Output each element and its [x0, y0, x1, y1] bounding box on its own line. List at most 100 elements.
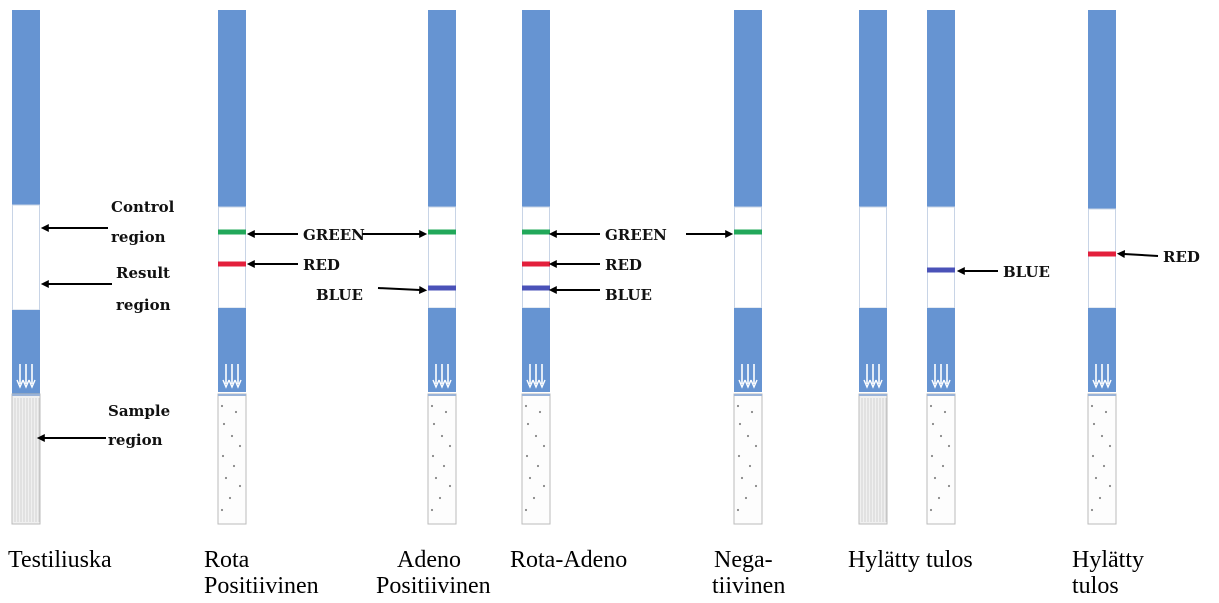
flow-arrow-icon — [738, 364, 746, 389]
sample-dot — [1104, 410, 1108, 414]
sample-dot — [754, 484, 758, 488]
sample-dot — [1090, 404, 1094, 408]
sample-dot — [538, 410, 542, 414]
strip-upper-body — [522, 10, 550, 207]
green-label-b: GREEN — [605, 226, 667, 244]
sample-dot — [933, 476, 937, 480]
blue-result-line — [522, 285, 550, 291]
red-result-line — [522, 261, 550, 267]
sample-dot — [748, 464, 752, 468]
sample-dot — [440, 434, 444, 438]
sample-pad — [217, 393, 247, 525]
sample-pad — [733, 393, 763, 525]
sample-dot — [744, 496, 748, 500]
flow-arrow-icon — [532, 364, 540, 389]
sample-dot — [238, 484, 242, 488]
strip-upper-body — [428, 10, 456, 207]
sample-dot — [222, 422, 226, 426]
red-result-line — [218, 261, 246, 267]
sample-dot — [542, 444, 546, 448]
sample-dot — [232, 464, 236, 468]
sample-dot — [1092, 422, 1096, 426]
strip-upper-body — [734, 10, 762, 207]
flow-arrow-icon — [937, 364, 945, 389]
test-strip-negative — [733, 10, 763, 525]
result-region-label-line1: Result — [116, 264, 170, 282]
flow-arrow-icon — [432, 364, 440, 389]
sample-region-label-line2: region — [108, 431, 163, 449]
test-strip-testiliuska — [11, 10, 41, 525]
sample-dot — [931, 422, 935, 426]
sample-dot — [526, 422, 530, 426]
sample-dot — [431, 454, 435, 458]
strip-upper-body — [859, 10, 887, 207]
sample-dot — [430, 404, 434, 408]
flow-arrow-icon — [28, 364, 36, 389]
caption-nega-line1: Nega- — [714, 547, 773, 573]
sample-dot — [1090, 508, 1094, 512]
sample-dot — [736, 404, 740, 408]
sample-dot — [220, 508, 224, 512]
flow-arrow-icon — [444, 364, 452, 389]
sample-dot — [448, 444, 452, 448]
flow-arrow-icon — [875, 364, 883, 389]
flow-arrow-icon — [943, 364, 951, 389]
sample-dot — [746, 434, 750, 438]
caption-adeno-line2: Positiivinen — [376, 573, 491, 599]
result-window — [859, 206, 887, 309]
flow-arrow-icon — [1092, 364, 1100, 389]
sample-dot — [438, 496, 442, 500]
red-label-b: RED — [605, 256, 642, 274]
sample-pad — [858, 393, 888, 525]
flow-arrow-icon — [744, 364, 752, 389]
flow-arrow-icon — [16, 364, 24, 389]
sample-dot — [736, 508, 740, 512]
test-strip-adeno-positive — [427, 10, 457, 525]
sample-dot — [448, 484, 452, 488]
sample-pad — [926, 393, 956, 525]
flow-arrow-icon — [222, 364, 230, 389]
flow-arrow-icon — [538, 364, 546, 389]
strip-upper-body — [927, 10, 955, 207]
sample-dot — [525, 454, 529, 458]
flow-arrow-icon — [228, 364, 236, 389]
sample-dot — [1098, 496, 1102, 500]
sample-dot — [224, 476, 228, 480]
sample-dot — [1100, 434, 1104, 438]
sample-dot — [534, 434, 538, 438]
result-window — [12, 204, 40, 311]
test-strip-rejected-red — [1087, 10, 1117, 525]
sample-dot — [1091, 454, 1095, 458]
flow-arrow-icon — [869, 364, 877, 389]
sample-dot — [1102, 464, 1106, 468]
sample-dot — [947, 484, 951, 488]
sample-dot — [238, 444, 242, 448]
caption-hylatty-line1: Hylätty — [1072, 547, 1144, 573]
sample-dot — [929, 508, 933, 512]
sample-dot — [941, 464, 945, 468]
result-window — [522, 206, 550, 309]
sample-pad — [427, 393, 457, 525]
green-label-a: GREEN — [303, 226, 365, 244]
red-result-line — [1088, 251, 1116, 257]
sample-dot — [234, 410, 238, 414]
caption-adeno-line1: Adeno — [397, 547, 461, 573]
sample-dot — [442, 464, 446, 468]
strip-upper-body — [12, 10, 40, 205]
flow-arrow-icon — [931, 364, 939, 389]
sample-dot — [221, 454, 225, 458]
flow-arrow-icon — [863, 364, 871, 389]
blue-label-c: BLUE — [1003, 263, 1050, 281]
flow-arrow-icon — [234, 364, 242, 389]
sample-dot — [536, 464, 540, 468]
sample-pad — [1087, 393, 1117, 525]
sample-dot — [740, 476, 744, 480]
sample-dot — [930, 454, 934, 458]
flow-arrow-icon — [1098, 364, 1106, 389]
red-label-a: RED — [303, 256, 340, 274]
sample-dot — [532, 496, 536, 500]
sample-dot — [524, 404, 528, 408]
annotation-arrow — [1116, 250, 1159, 259]
sample-dot — [1108, 484, 1112, 488]
test-strip-rota-positive — [217, 10, 247, 525]
